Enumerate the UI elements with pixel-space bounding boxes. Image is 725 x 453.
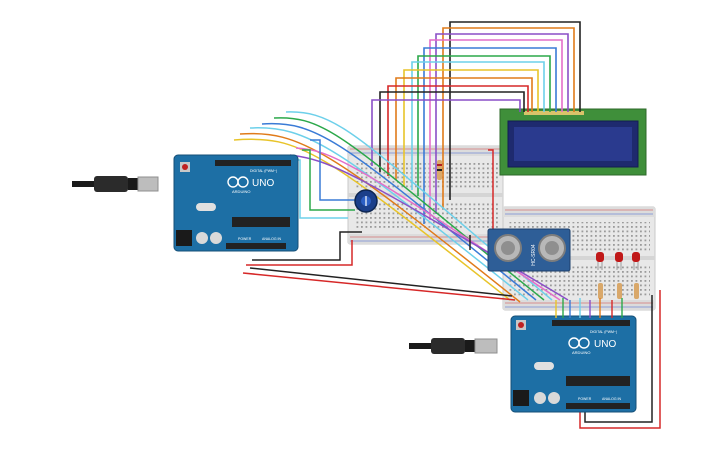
lcd-wire-bundle (371, 21, 581, 224)
led-red-1 (596, 252, 604, 270)
ultrasonic-sensor-label: HC-SR04 (531, 244, 537, 266)
arduino-top: UNO ARDUINO DIGITAL (PWM~) POWER ANALOG … (173, 154, 299, 252)
arduino-top-brand: ARDUINO (232, 189, 250, 194)
led-red-3 (632, 252, 640, 270)
arduino-bottom-power-label: POWER (578, 397, 592, 401)
arduino-top-logo: UNO (252, 178, 274, 189)
arduino-top-digital-label: DIGITAL (PWM~) (250, 169, 277, 173)
arduino-bottom-logo: UNO (594, 339, 616, 350)
arduino-bottom: UNO ARDUINO DIGITAL (PWM~) POWER ANALOG … (510, 315, 637, 413)
usb-cable-bottom (409, 338, 498, 354)
arduino-bottom-digital-label: DIGITAL (PWM~) (590, 330, 617, 334)
ultrasonic-sensor: HC-SR04 (487, 228, 571, 272)
arduino-top-analog-label: ANALOG IN (262, 237, 282, 241)
led-resistors (598, 283, 639, 299)
lcd-header-pins (524, 111, 584, 115)
power-wires (242, 149, 661, 429)
arduino-bottom-brand: ARDUINO (572, 350, 590, 355)
breadboard-main (347, 145, 504, 245)
breadboard-main-holes (354, 162, 498, 229)
arduino-top-power-label: POWER (238, 237, 252, 241)
lcd-display (499, 108, 647, 176)
led-red-2 (615, 252, 623, 270)
bottom-arduino-wires (555, 298, 623, 318)
arduino-bottom-analog-label: ANALOG IN (602, 397, 622, 401)
usb-cable-top (72, 176, 159, 192)
potentiometer (354, 189, 378, 213)
resistor (437, 160, 442, 180)
